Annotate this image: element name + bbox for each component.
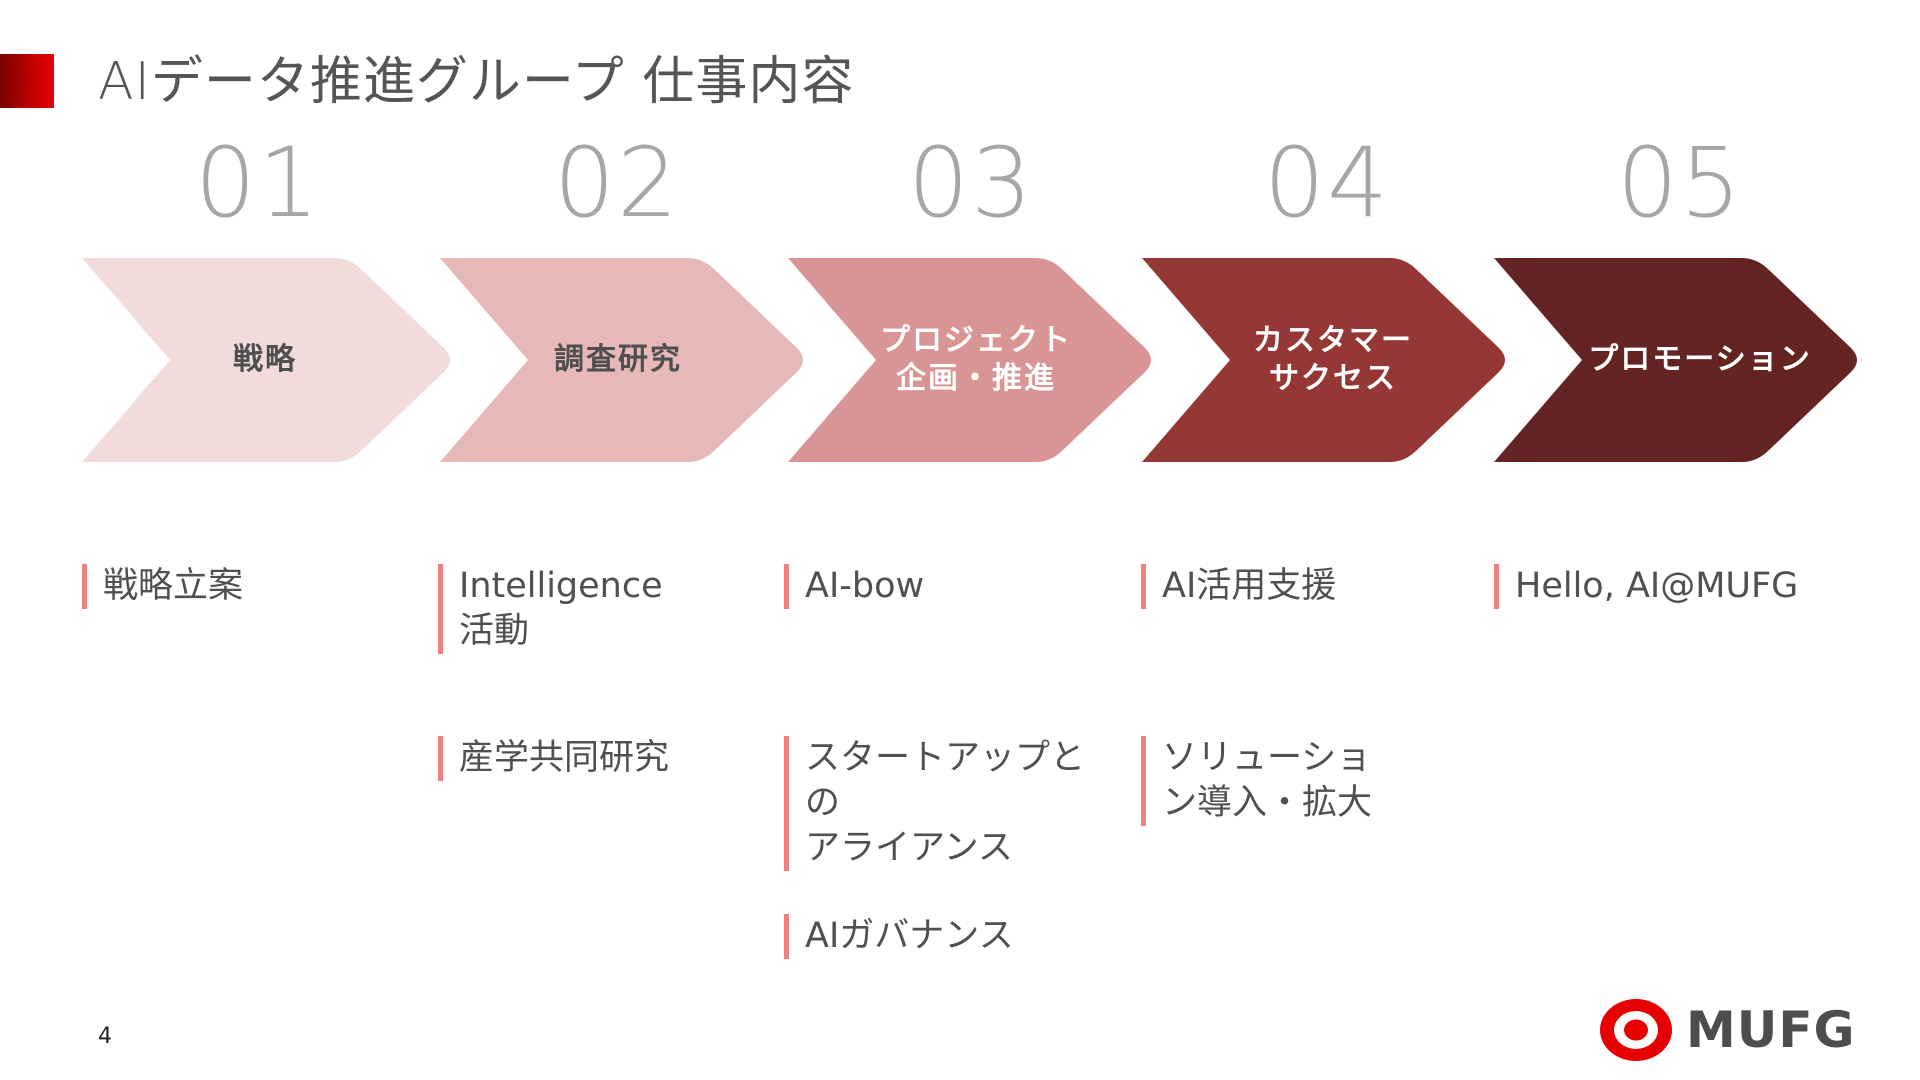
item-ai-bow: AI-bow bbox=[784, 564, 924, 609]
step-number-03: 03 bbox=[907, 127, 1035, 239]
mufg-logo: MUFG bbox=[1596, 996, 1856, 1064]
step-number-02: 02 bbox=[553, 127, 681, 239]
item-ai-governance: AIガバナンス bbox=[784, 914, 1014, 959]
page-title: AIデータ推進グループ 仕事内容 bbox=[98, 52, 855, 112]
title-accent-bar bbox=[0, 54, 54, 108]
chevron-label-01: 戦略 bbox=[233, 342, 297, 377]
chevron-label-02: 調査研究 bbox=[554, 342, 682, 377]
chevron-label-04: カスタマー サクセス bbox=[1253, 323, 1413, 396]
item-intelligence: Intelligence 活動 bbox=[438, 564, 663, 654]
page-number: 4 bbox=[98, 1024, 112, 1049]
item-industry-academia: 産学共同研究 bbox=[438, 736, 669, 781]
item-hello-ai: Hello, AI@MUFG bbox=[1494, 564, 1798, 609]
mufg-logo-mark-icon bbox=[1600, 999, 1672, 1061]
chevron-label-03: プロジェクト 企画・推進 bbox=[880, 323, 1072, 396]
item-strategy-planning: 戦略立案 bbox=[82, 564, 243, 609]
item-ai-support: AI活用支援 bbox=[1141, 564, 1336, 609]
item-startup-alliance: スタートアップと の アライアンス bbox=[784, 736, 1085, 871]
step-number-04: 04 bbox=[1263, 127, 1391, 239]
item-solution-rollout: ソリューショ ン導入・拡大 bbox=[1141, 736, 1372, 826]
step-number-01: 01 bbox=[194, 127, 322, 239]
step-number-05: 05 bbox=[1616, 127, 1744, 239]
chevron-label-05: プロモーション bbox=[1588, 342, 1812, 377]
mufg-logo-text: MUFG bbox=[1686, 1001, 1856, 1059]
